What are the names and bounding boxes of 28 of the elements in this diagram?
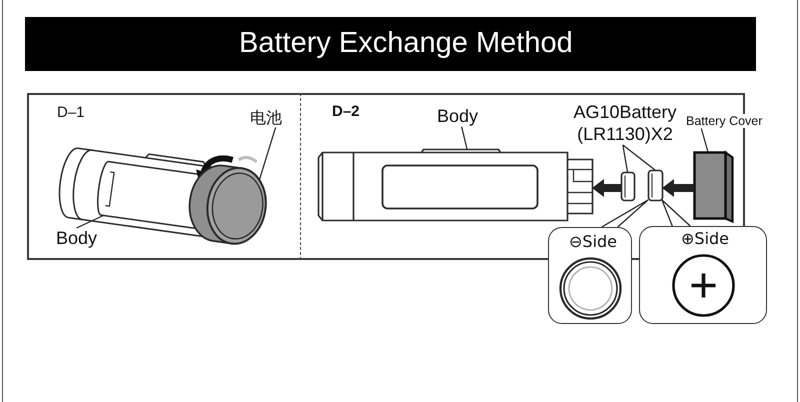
leader-line xyxy=(76,214,104,229)
block-arrow xyxy=(592,179,621,197)
title: Battery Exchange Method xyxy=(239,27,573,60)
part-label: Body xyxy=(437,106,478,127)
callout-pointer xyxy=(601,199,649,228)
part-label: AG10Battery (LR1130)X2 xyxy=(572,101,678,145)
button-cell xyxy=(646,168,664,202)
leader-line xyxy=(258,127,276,180)
block-arrow xyxy=(662,179,694,197)
device-drawing xyxy=(316,148,594,222)
leader-line xyxy=(461,126,468,150)
part-label: Body xyxy=(56,228,98,249)
callout-box xyxy=(639,226,767,324)
callout-box xyxy=(548,227,632,324)
callout-heading: ⊖Side xyxy=(569,233,618,252)
panel-heading: D–1 xyxy=(57,104,85,122)
leader-line xyxy=(700,128,709,152)
battery-cover xyxy=(692,150,734,222)
part-label: 电池 xyxy=(250,109,282,128)
callout-pointer xyxy=(661,199,691,227)
panel-heading: D–2 xyxy=(332,103,360,120)
leader-line xyxy=(622,144,628,172)
panel xyxy=(27,93,301,260)
part-label: Battery Cover xyxy=(686,114,762,128)
callout-heading: ⊕Side xyxy=(681,230,730,248)
end-cap xyxy=(189,164,268,245)
button-cell xyxy=(620,170,636,202)
leader-line xyxy=(622,144,656,170)
